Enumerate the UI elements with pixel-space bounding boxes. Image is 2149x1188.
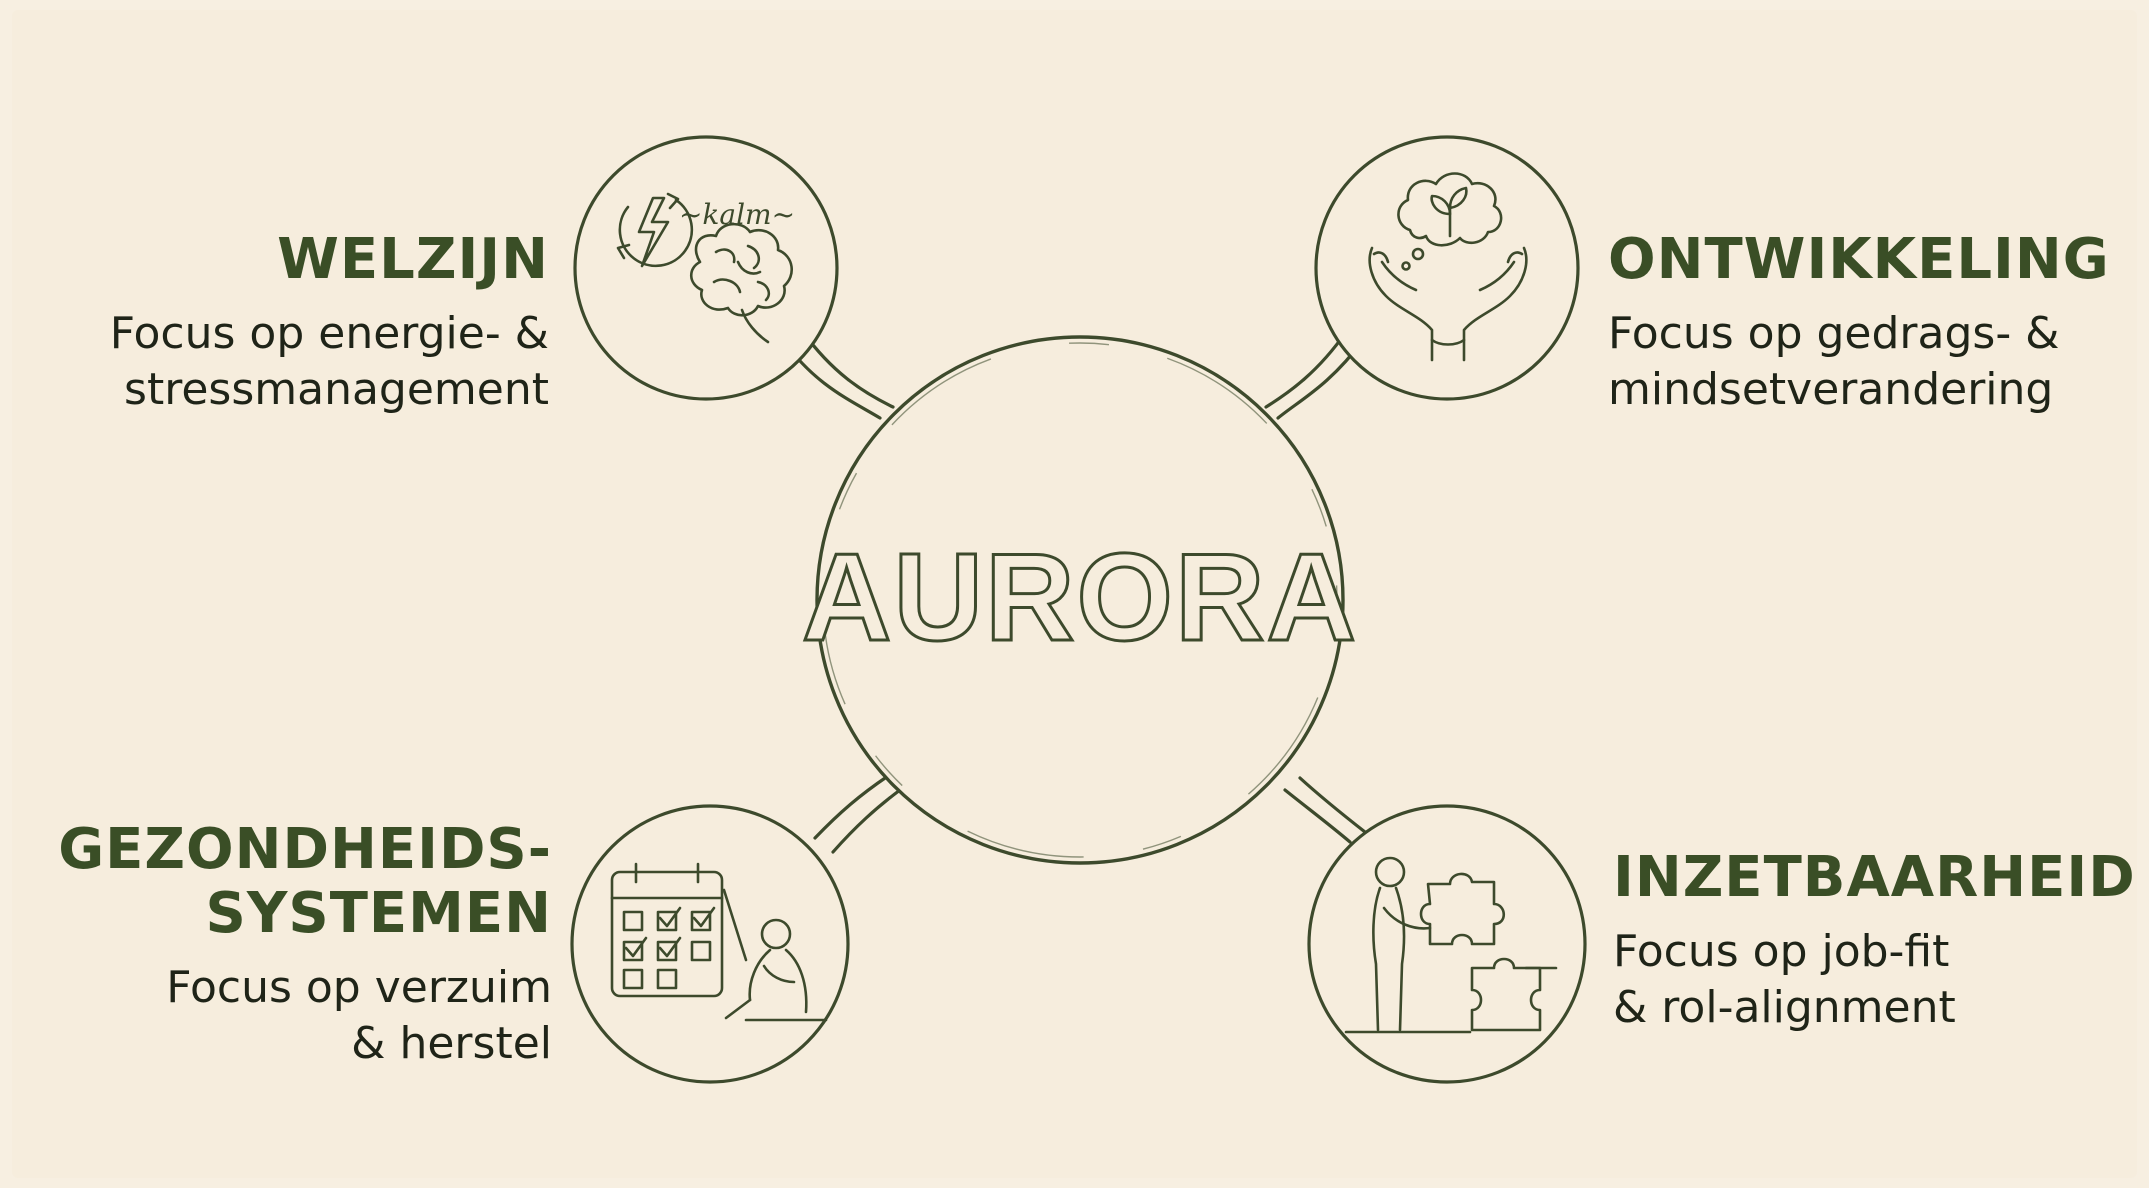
inzetbaarheid-title: INZETBAARHEID bbox=[1613, 845, 2136, 910]
inzetbaarheid-description: Focus op job-fit & rol-alignment bbox=[1613, 926, 1956, 1033]
center-node: AURORA bbox=[800, 335, 1358, 865]
center-label: AURORA bbox=[802, 529, 1358, 667]
label-welzijn: WELZIJN Focus op energie- & stressmanage… bbox=[110, 228, 549, 418]
connector-gezondheidssystemen bbox=[813, 774, 902, 854]
node-inzetbaarheid bbox=[1307, 804, 1587, 1084]
calendar-sitting-person-icon bbox=[610, 862, 828, 1022]
energy-brain-calm-icon: ~kalm~ bbox=[616, 192, 795, 344]
ontwikkeling-description: Focus op gedrags- & mindsetverandering bbox=[1608, 308, 2060, 415]
calm-text: ~kalm~ bbox=[679, 198, 795, 231]
node-ontwikkeling bbox=[1314, 135, 1580, 401]
ontwikkeling-title: ONTWIKKELING bbox=[1608, 227, 2110, 292]
label-inzetbaarheid: INZETBAARHEID Focus op job-fit & rol-ali… bbox=[1613, 846, 2136, 1036]
label-gezondheidssystemen: GEZONDHEIDS- SYSTEMEN Focus op verzuim &… bbox=[58, 818, 552, 1072]
node-gezondheidssystemen bbox=[570, 804, 850, 1084]
welzijn-description: Focus op energie- & stressmanagement bbox=[109, 308, 549, 415]
gezondheidssystemen-description: Focus op verzuim & herstel bbox=[166, 962, 552, 1069]
node-welzijn: ~kalm~ bbox=[573, 135, 839, 401]
connector-inzetbaarheid bbox=[1283, 776, 1367, 844]
person-puzzle-icon bbox=[1344, 856, 1558, 1034]
welzijn-title: WELZIJN bbox=[277, 227, 549, 292]
label-ontwikkeling: ONTWIKKELING Focus op gedrags- & mindset… bbox=[1608, 228, 2110, 418]
hands-cloud-sprout-icon bbox=[1368, 172, 1528, 362]
gezondheidssystemen-title: GEZONDHEIDS- SYSTEMEN bbox=[58, 817, 552, 946]
